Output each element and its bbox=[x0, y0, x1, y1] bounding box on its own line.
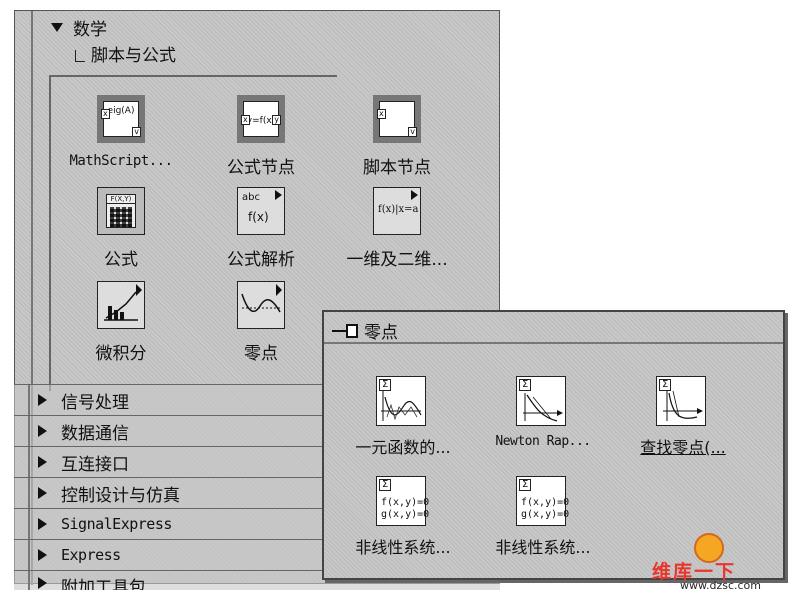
scripts-formulas-subheader[interactable]: 脚本与公式 bbox=[75, 41, 176, 66]
formula-node-icon: y=f(x) x y bbox=[237, 95, 285, 143]
row-indent bbox=[14, 540, 30, 570]
item-label: 公式节点 bbox=[227, 158, 295, 178]
row-indent bbox=[14, 447, 30, 477]
item-label: 公式解析 bbox=[227, 250, 295, 270]
collapsed-triangle-icon bbox=[38, 487, 47, 499]
category-label: 控制设计与仿真 bbox=[61, 485, 180, 506]
item-label: 公式 bbox=[104, 250, 138, 270]
popup-title-bar[interactable]: 零点 bbox=[332, 318, 398, 343]
item-label: 查找零点(... bbox=[640, 438, 726, 457]
divider bbox=[324, 342, 783, 344]
nonlinear-system-solver-icon: Σ f(x,y)=0 g(x,y)=0 bbox=[516, 476, 569, 526]
expand-triangle-icon bbox=[51, 23, 63, 32]
calculator-icon: F(X,Y) bbox=[97, 187, 145, 235]
collapsed-triangle-icon bbox=[38, 518, 47, 530]
pin-icon[interactable] bbox=[332, 323, 360, 338]
math-category-label: 数学 bbox=[73, 20, 107, 40]
tree-elbow-icon bbox=[75, 50, 85, 62]
row-indent bbox=[14, 509, 30, 539]
site-watermark: 维库一下 www.dzsc.com bbox=[646, 533, 780, 592]
item-label: 微积分 bbox=[95, 344, 147, 364]
palette-content: 数学 脚本与公式 eig(A) x v MathScript... y=f(x)… bbox=[31, 11, 501, 585]
collapsed-triangle-icon bbox=[38, 549, 47, 561]
mascot-logo-icon bbox=[694, 533, 724, 563]
item-label: 非线性系统... bbox=[495, 538, 591, 557]
collapsed-triangle-icon bbox=[38, 456, 47, 468]
formula-parsing-icon: abc f(x) bbox=[237, 187, 285, 235]
nonlinear-system-icon: Σ f(x,y)=0 g(x,y)=0 bbox=[376, 476, 429, 526]
mathscript-icon: eig(A) x v bbox=[97, 95, 145, 143]
category-label: 数据通信 bbox=[61, 423, 129, 444]
script-node-icon: x v bbox=[373, 95, 421, 143]
functions-palette: 数学 脚本与公式 eig(A) x v MathScript... y=f(x)… bbox=[14, 10, 501, 585]
item-label: MathScript... bbox=[69, 153, 173, 169]
category-label: 信号处理 bbox=[61, 392, 129, 413]
category-label: 附加工具包 bbox=[61, 578, 146, 590]
collapsed-triangle-icon bbox=[38, 425, 47, 437]
row-indent bbox=[14, 478, 30, 508]
item-label: 一元函数的... bbox=[355, 438, 451, 457]
watermark-url: www.dzsc.com bbox=[680, 579, 762, 592]
find-zeros-icon: Σ bbox=[656, 376, 706, 426]
zeros-icon bbox=[237, 281, 285, 329]
item-label: 零点 bbox=[244, 344, 278, 364]
item-label: 脚本节点 bbox=[363, 158, 431, 178]
category-label: 互连接口 bbox=[61, 454, 129, 475]
zeros-subpalette: 零点 Σ 一元函数的... Σ Newton Rap... bbox=[322, 310, 785, 580]
popup-title: 零点 bbox=[364, 323, 398, 343]
subheader-label: 脚本与公式 bbox=[91, 46, 176, 66]
function-zeros-icon: Σ bbox=[376, 376, 426, 426]
category-label: SignalExpress bbox=[61, 515, 172, 533]
palette-icon-grid: eig(A) x v MathScript... y=f(x) x y 公式节点… bbox=[49, 75, 448, 391]
item-label: 一维及二维... bbox=[346, 250, 448, 270]
collapsed-triangle-icon bbox=[38, 577, 47, 589]
category-label: Express bbox=[61, 546, 121, 564]
calculus-icon bbox=[97, 281, 145, 329]
math-category-header[interactable]: 数学 bbox=[51, 15, 107, 40]
collapsed-triangle-icon bbox=[38, 394, 47, 406]
evaluation-icon: f(x)|x=a bbox=[373, 187, 421, 235]
row-indent bbox=[14, 385, 30, 415]
row-indent bbox=[14, 416, 30, 446]
newton-raphson-icon: Σ bbox=[516, 376, 566, 426]
item-label: Newton Rap... bbox=[495, 434, 591, 449]
watermark-text: 维库一下 bbox=[652, 561, 737, 583]
item-label: 非线性系统... bbox=[355, 538, 451, 557]
row-indent bbox=[14, 571, 30, 590]
